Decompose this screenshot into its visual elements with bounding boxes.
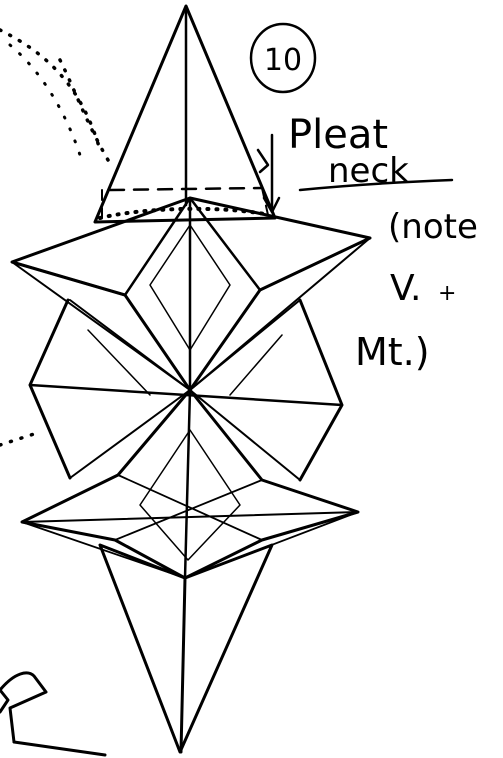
instruction-text: Pleat neck (note V. + Mt.)	[288, 112, 478, 374]
top-spike	[95, 6, 275, 222]
upper-star	[12, 198, 370, 390]
step-number-badge: 10	[251, 24, 315, 92]
annotation-plus: +	[438, 281, 456, 306]
top-dotted-arrow-trail	[0, 30, 108, 160]
annotation-line-5: Mt.)	[355, 330, 430, 374]
bottom-left-arrow	[0, 673, 105, 755]
step-number: 10	[264, 43, 302, 78]
annotation-line-3: (note	[388, 207, 478, 247]
bottom-spike	[100, 545, 272, 752]
annotation-line-4: V.	[390, 268, 421, 309]
middle-band	[30, 300, 342, 480]
lower-star	[22, 390, 358, 578]
left-dotted-trail	[0, 432, 40, 445]
